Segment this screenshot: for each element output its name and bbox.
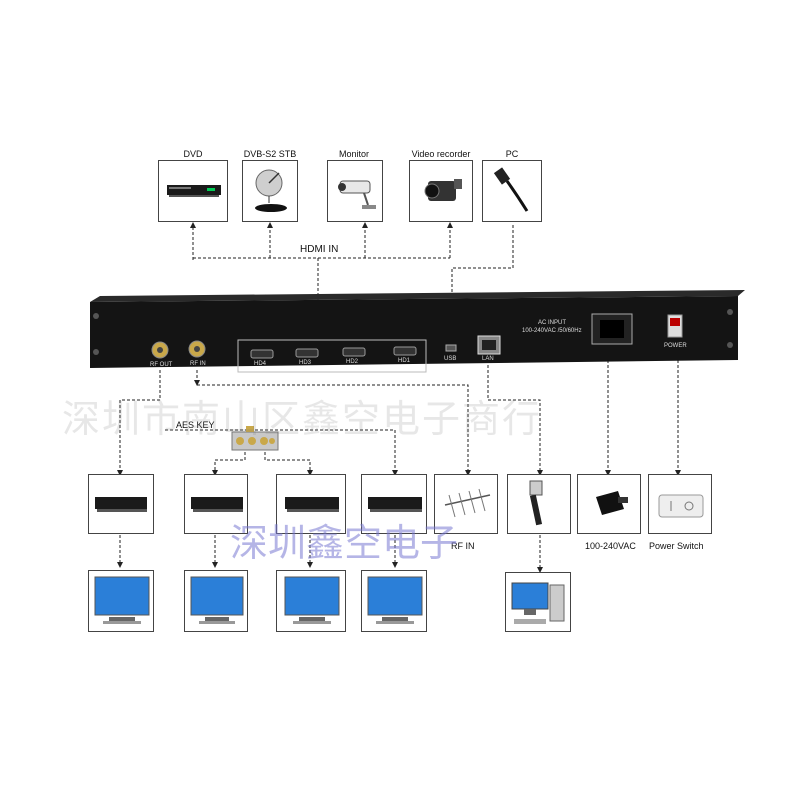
hdmi-cable-icon bbox=[493, 167, 529, 212]
hd3-port-label: HD3 bbox=[299, 360, 312, 366]
source-stb bbox=[242, 160, 298, 222]
source-video-recorder bbox=[409, 160, 473, 222]
source-dvd bbox=[158, 160, 228, 222]
power-switch-icon bbox=[658, 494, 704, 518]
tv-box-2 bbox=[184, 570, 248, 632]
tv-box-1 bbox=[88, 570, 154, 632]
watermark-overlay: 深圳鑫空电子 bbox=[230, 521, 459, 565]
hdmi-in-label: HDMI IN bbox=[300, 244, 339, 255]
source-label-pc: PC bbox=[505, 149, 519, 159]
tv-screen-icon bbox=[190, 576, 244, 624]
computer-icon bbox=[511, 582, 565, 624]
source-label-stb: DVB-S2 STB bbox=[243, 149, 297, 159]
set-top-box-icon bbox=[95, 497, 147, 512]
power-switch-box bbox=[648, 474, 712, 534]
hd2-port-label: HD2 bbox=[346, 359, 359, 365]
rf-in-label: RF IN bbox=[451, 541, 475, 551]
receiver-box-1 bbox=[88, 474, 154, 534]
ethernet-cable-icon bbox=[529, 480, 543, 526]
source-pc bbox=[482, 160, 542, 222]
ac-voltage-label: 100-240VAC bbox=[585, 541, 636, 551]
aes-key-label: AES KEY bbox=[176, 420, 215, 430]
power-plug-icon bbox=[596, 491, 628, 515]
source-monitor bbox=[327, 160, 383, 222]
dvd-player-icon bbox=[167, 185, 221, 197]
power-port-label: POWER bbox=[664, 343, 687, 349]
rf-out-port-label: RF OUT bbox=[150, 362, 173, 368]
receiver-box-2 bbox=[184, 474, 248, 534]
tv-screen-icon bbox=[367, 576, 423, 624]
set-top-box-icon bbox=[368, 497, 422, 512]
satellite-dish-icon bbox=[255, 169, 287, 212]
set-top-box-icon bbox=[191, 497, 243, 512]
tv-screen-icon bbox=[94, 576, 150, 624]
tv-box-4 bbox=[361, 570, 427, 632]
pc-usb-line bbox=[451, 225, 514, 345]
hd4-port-label: HD4 bbox=[254, 361, 267, 367]
rf-in-port-label: RF IN bbox=[190, 361, 206, 367]
camcorder-icon bbox=[424, 179, 462, 201]
ac-plug-box bbox=[577, 474, 641, 534]
source-label-video-recorder: Video recorder bbox=[411, 149, 471, 159]
ac-input-spec-label: 100-240VAC /50/60Hz bbox=[522, 328, 582, 334]
receiver-box-3 bbox=[276, 474, 346, 534]
pc-workstation-box bbox=[505, 572, 571, 632]
lan-port-label: LAN bbox=[482, 356, 494, 362]
ac-input-label: AC INPUT bbox=[538, 320, 567, 326]
source-label-dvd: DVD bbox=[183, 149, 203, 159]
hd1-port-label: HD1 bbox=[398, 358, 411, 364]
security-camera-icon bbox=[338, 180, 376, 209]
tv-screen-icon bbox=[284, 576, 340, 624]
antenna-icon bbox=[444, 488, 491, 518]
rf-in-antenna-box bbox=[434, 474, 498, 534]
usb-port-label: USB bbox=[444, 356, 457, 362]
set-top-box-icon bbox=[285, 497, 339, 512]
lan-cable-box bbox=[507, 474, 571, 534]
power-switch-label: Power Switch bbox=[649, 541, 704, 551]
watermark-large: 深圳市南山区鑫空电子商行 bbox=[62, 397, 543, 441]
receiver-box-4 bbox=[361, 474, 427, 534]
source-label-monitor: Monitor bbox=[338, 149, 370, 159]
tv-box-3 bbox=[276, 570, 346, 632]
